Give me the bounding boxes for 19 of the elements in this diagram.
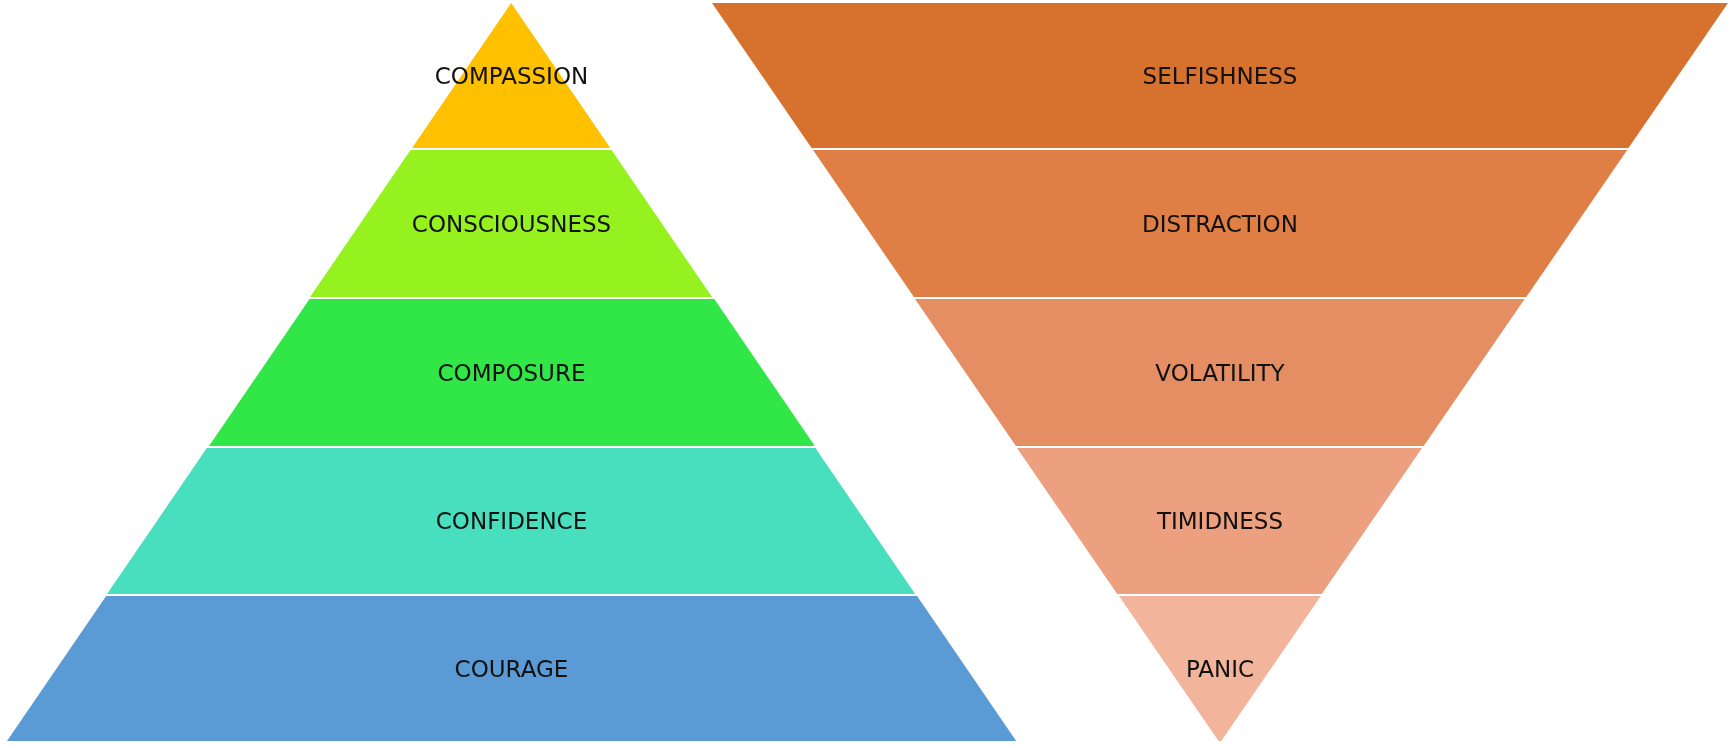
- pyramid-level: [812, 150, 1628, 297]
- level-label: TIMIDNESS: [1156, 508, 1284, 534]
- pyramid-level: [1017, 448, 1423, 594]
- pyramid-level: [915, 299, 1525, 446]
- level-label: PANIC: [1185, 655, 1255, 682]
- level-label: VOLATILITY: [1155, 359, 1285, 386]
- level-label: COURAGE: [454, 655, 569, 682]
- pyramid-level: [1119, 596, 1321, 741]
- level-label: COMPOSURE: [437, 359, 586, 386]
- pyramid-level: [6, 596, 1017, 741]
- level-label: SELFISHNESS: [1142, 62, 1298, 89]
- pyramid-level: [412, 3, 611, 148]
- level-label: DISTRACTION: [1142, 210, 1298, 237]
- pyramid-level: [310, 150, 713, 297]
- pyramid-level: [107, 448, 916, 594]
- pyramid-level: [712, 3, 1728, 148]
- level-label: CONFIDENCE: [435, 508, 588, 534]
- level-label: CONSCIOUSNESS: [411, 210, 612, 237]
- pyramid-level: [208, 299, 815, 446]
